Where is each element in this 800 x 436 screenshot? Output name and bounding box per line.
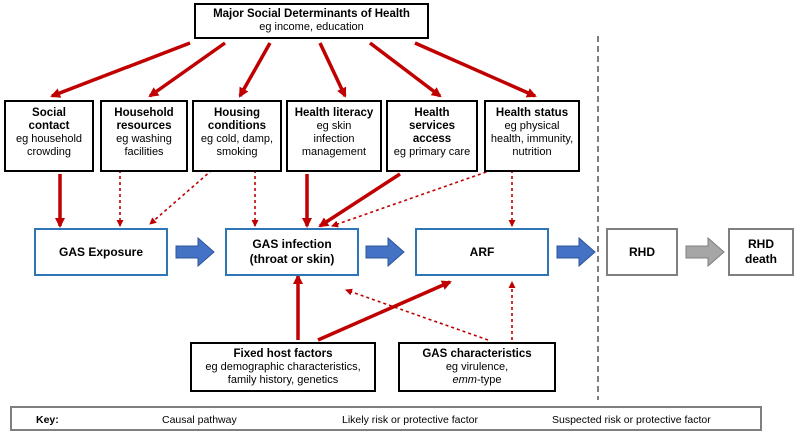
determinant-example: management [301, 146, 367, 158]
arrow-rhd-death [685, 236, 725, 268]
major-determinants-box: Major Social Determinants of Health eg i… [194, 3, 429, 39]
gas-characteristics-type: emm-type [400, 374, 554, 387]
key-causal-label: Causal pathway [162, 414, 237, 426]
key-likely-label: Likely risk or protective factor [342, 414, 478, 426]
rhd-death-sublabel: death [744, 252, 777, 266]
rhd-box: RHD [606, 228, 678, 276]
determinant-example: health, immunity, [490, 133, 574, 145]
arrow-infection-arf [365, 236, 405, 268]
major-determinants-title: Major Social Determinants of Health [213, 8, 410, 20]
key-suspected-label: Suspected risk or protective factor [552, 414, 711, 426]
determinant-household-resources: Household resources eg washing facilitie… [100, 100, 188, 172]
fixed-host-factors-line: family history, genetics [227, 374, 339, 386]
arf-box: ARF [415, 228, 549, 276]
arrow-exposure-infection [175, 236, 215, 268]
rhd-label: RHD [629, 244, 655, 259]
emm-type-suffix: -type [476, 374, 502, 386]
determinant-example: eg washing [116, 133, 172, 145]
determinant-health-status: Health status eg physical health, immuni… [484, 100, 580, 172]
determinant-example: eg physical [504, 120, 560, 132]
arrow-arf-rhd [556, 236, 596, 268]
determinant-example: infection [313, 133, 355, 145]
arrow-services-infection [318, 172, 401, 228]
determinant-title: conditions [207, 120, 267, 132]
determinant-social-contact: Social contact eg household crowding [4, 100, 94, 172]
legend-key: Key: Causal pathway Likely risk or prote… [10, 406, 762, 431]
determinant-title: Health literacy [294, 107, 374, 119]
gas-characteristics-box: GAS characteristics eg virulence, emm-ty… [398, 342, 556, 392]
key-label: Key: [36, 414, 59, 426]
gas-infection-label: GAS infection [252, 237, 332, 251]
arrow-top-status [414, 41, 537, 98]
rhd-death-label: RHD [748, 237, 774, 251]
arrow-status-infection [331, 169, 493, 228]
arrow-top-household [148, 41, 227, 98]
determinant-example: eg cold, damp, [200, 133, 274, 145]
gas-characteristics-line: eg virulence, [445, 361, 509, 373]
determinant-title: Social [32, 107, 66, 119]
gas-exposure-label: GAS Exposure [58, 244, 144, 259]
determinant-example: nutrition [512, 146, 552, 158]
determinant-title: services [408, 120, 456, 132]
determinant-example: smoking [216, 146, 258, 158]
determinant-example: facilities [124, 146, 164, 158]
arf-label: ARF [469, 244, 495, 259]
major-determinants-subtitle: eg income, education [259, 21, 364, 33]
fixed-host-factors-title: Fixed host factors [233, 348, 333, 360]
gas-characteristics-title: GAS characteristics [422, 348, 532, 360]
determinant-title: contact [28, 120, 70, 132]
determinant-title: resources [116, 120, 172, 132]
determinant-example: eg skin [316, 120, 352, 132]
arrow-top-housing [238, 42, 272, 98]
arrow-top-literacy [318, 42, 347, 98]
arrow-gaschar-infection [345, 288, 489, 341]
determinant-health-services: Health services access eg primary care [386, 100, 478, 172]
gas-exposure-box: GAS Exposure [34, 228, 168, 276]
fixed-host-factors-box: Fixed host factors eg demographic charac… [190, 342, 376, 392]
determinant-title: access [412, 133, 452, 145]
determinant-title: Housing [214, 107, 260, 119]
arrow-housing-exposure [149, 169, 213, 225]
determinant-title: Health [414, 107, 450, 119]
gas-infection-sublabel: (throat or skin) [249, 252, 335, 266]
emm-italic: emm [452, 374, 477, 386]
determinant-health-literacy: Health literacy eg skin infection manage… [286, 100, 382, 172]
determinant-title: Health status [495, 107, 569, 119]
arrow-host-arf [317, 280, 452, 342]
determinant-example: eg primary care [393, 146, 471, 158]
determinant-housing-conditions: Housing conditions eg cold, damp, smokin… [192, 100, 282, 172]
determinant-title: Household [114, 107, 174, 119]
arrow-top-services [368, 41, 442, 98]
gas-infection-box: GAS infection (throat or skin) [225, 228, 359, 276]
rhd-death-box: RHD death [728, 228, 794, 276]
determinant-example: eg household [15, 133, 83, 145]
determinant-example: crowding [26, 146, 72, 158]
fixed-host-factors-line: eg demographic characteristics, [205, 361, 361, 373]
arrow-top-social [50, 41, 191, 98]
